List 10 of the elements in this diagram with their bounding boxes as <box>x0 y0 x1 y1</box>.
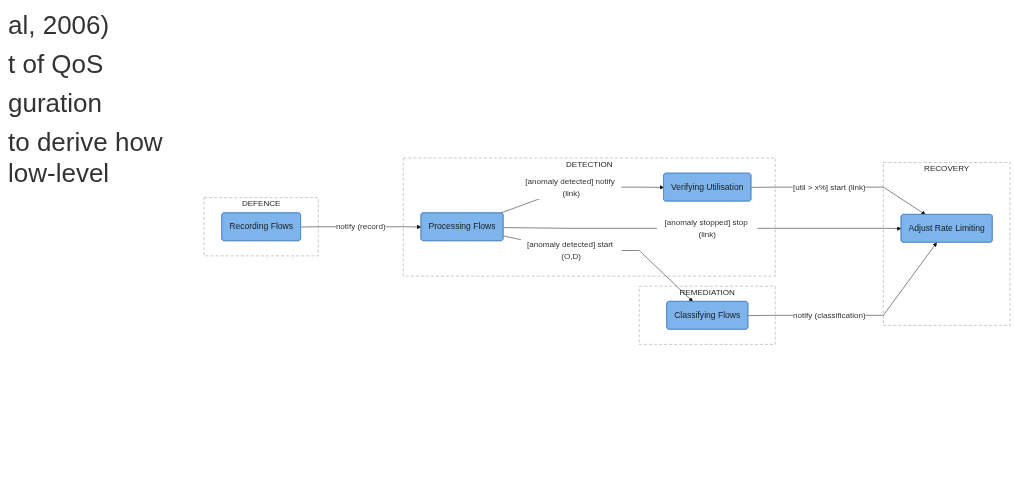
note-text: al, 2006) <box>8 10 111 41</box>
edge-label: [util > x%] start (link) <box>792 182 866 191</box>
edge-label: [anomaly detected] start (O,D) <box>527 239 614 261</box>
note-text: guration <box>8 88 103 119</box>
edge-label: notify (record) <box>335 221 386 231</box>
note-text: to derive how low-level <box>8 127 164 189</box>
edge-label: notify (classification) <box>793 310 866 320</box>
edge-label: [anomaly stopped] stop (link) <box>664 217 748 239</box>
edge-label: [anomaly detected] notify (link) <box>525 176 615 197</box>
note-text: t of QoS <box>8 49 105 80</box>
